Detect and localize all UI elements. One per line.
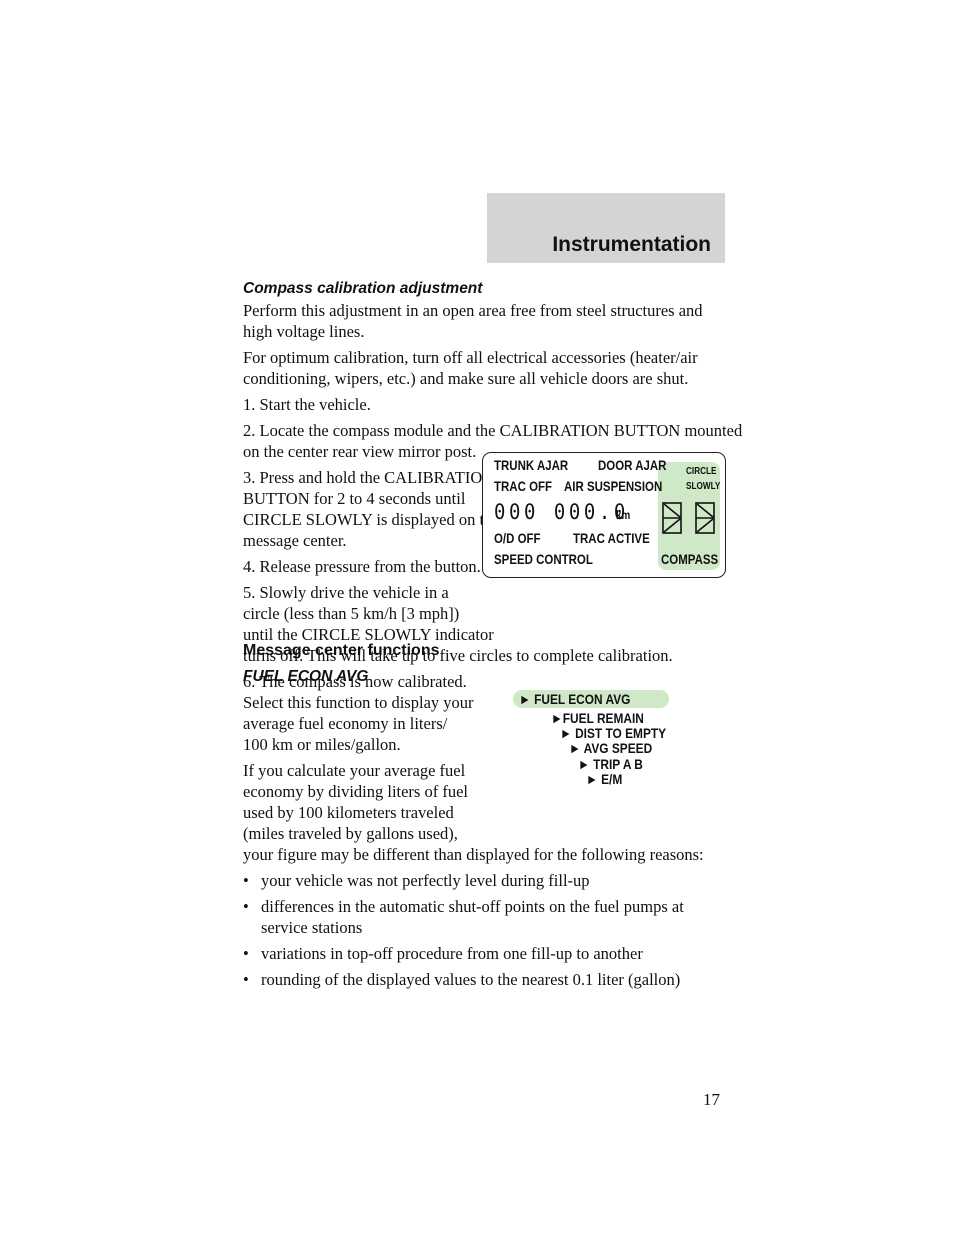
arrow-right-icon: ►	[586, 771, 598, 787]
para2-line2: conditioning, wipers, etc.) and make sur…	[243, 369, 689, 388]
bullet-icon: •	[243, 944, 249, 963]
fuel-para2-line2: economy by dividing liters of fuel	[243, 782, 468, 801]
message-center-heading: Message center functions	[243, 642, 440, 659]
fuel-para2-line1: If you calculate your average fuel	[243, 761, 466, 780]
trac-active-indicator: TRAC ACTIVE	[573, 530, 650, 546]
bullet-icon: •	[243, 871, 249, 890]
fuel-para2-line5: your figure may be different than displa…	[243, 845, 704, 864]
speed-control-indicator: SPEED CONTROL	[494, 551, 593, 567]
arrow-right-icon: ►	[578, 756, 590, 772]
compass-segment-icon	[662, 502, 715, 534]
arrow-right-icon: ►	[560, 725, 572, 741]
arrow-right-icon: ►	[551, 710, 563, 726]
step-3-line1: 3. Press and hold the CALIBRATION	[243, 468, 495, 487]
fuel-para1-line3: 100 km or miles/gallon.	[243, 735, 401, 754]
arrow-right-icon: ►	[519, 691, 531, 707]
step-2-line1: 2. Locate the compass module and the CAL…	[243, 421, 743, 440]
fuel-para2-line4: (miles traveled by gallons used),	[243, 824, 458, 843]
step-3-line2: BUTTON for 2 to 4 seconds until	[243, 489, 466, 508]
step-3-line3: CIRCLE SLOWLY is displayed on the	[243, 510, 500, 529]
fuel-para2-line3: used by 100 kilometers traveled	[243, 803, 454, 822]
para2-line1: For optimum calibration, turn off all el…	[243, 348, 698, 367]
circle-indicator: CIRCLE	[686, 466, 717, 477]
odometer-readout: 000 000.0	[494, 500, 629, 524]
step-6: 6. The compass is now calibrated.	[243, 672, 467, 691]
door-ajar-indicator: DOOR AJAR	[598, 457, 667, 473]
menu-item-fuel-remain: ►FUEL REMAIN	[551, 710, 644, 726]
step-2-line2: on the center rear view mirror post.	[243, 442, 477, 461]
section-title: Instrumentation	[552, 233, 711, 256]
step-5-line3: until the CIRCLE SLOWLY indicator	[243, 625, 494, 644]
para1-line1: Perform this adjustment in an open area …	[243, 301, 703, 320]
fuel-para1-line1: Select this function to display your	[243, 693, 474, 712]
page-number: 17	[703, 1090, 720, 1109]
menu-item-trip-a-b: ► TRIP A B	[578, 756, 643, 772]
air-suspension-indicator: AIR SUSPENSION	[564, 478, 663, 494]
menu-item-dist-to-empty: ► DIST TO EMPTY	[560, 725, 667, 741]
fuel-econ-avg-highlight	[513, 690, 669, 708]
trac-off-indicator: TRAC OFF	[494, 478, 553, 494]
unit-km: km	[616, 508, 631, 522]
compass-indicator: COMPASS	[661, 551, 719, 567]
slowly-indicator: SLOWLY	[686, 481, 721, 492]
step-5-line4: turns off. This will take up to five cir…	[243, 646, 673, 665]
compass-highlight	[658, 462, 720, 570]
od-off-indicator: O/D OFF	[494, 530, 541, 546]
menu-item-avg-speed: ► AVG SPEED	[569, 740, 653, 756]
step-3-line4: message center.	[243, 531, 347, 550]
section-header: Instrumentation	[487, 193, 725, 263]
bullet-icon: •	[243, 970, 249, 989]
step-5-line2: circle (less than 5 km/h [3 mph])	[243, 604, 460, 623]
menu-item-fuel-econ-avg: ► FUEL ECON AVG	[519, 691, 631, 707]
trunk-ajar-indicator: TRUNK AJAR	[494, 457, 569, 473]
arrow-right-icon: ►	[569, 740, 581, 756]
menu-item-e-m: ► E/M	[586, 771, 623, 787]
para1-line2: high voltage lines.	[243, 322, 365, 341]
step-4: 4. Release pressure from the button.	[243, 557, 481, 576]
step-1: 1. Start the vehicle.	[243, 395, 371, 414]
fuel-econ-avg-heading: FUEL ECON AVG	[243, 668, 369, 685]
bullet-icon: •	[243, 897, 249, 916]
step-5-line1: 5. Slowly drive the vehicle in a	[243, 583, 449, 602]
compass-calibration-heading: Compass calibration adjustment	[243, 280, 483, 297]
fuel-para1-line2: average fuel economy in liters/	[243, 714, 448, 733]
